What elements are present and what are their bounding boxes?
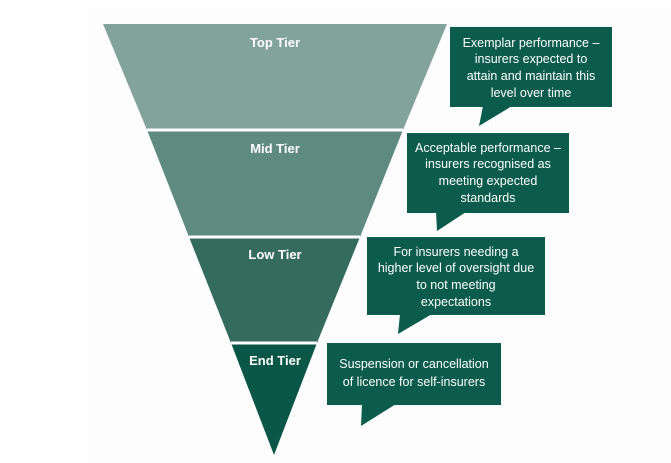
callout-line: meeting expected: [439, 174, 538, 188]
callout-line: insurers recognised as: [425, 157, 551, 171]
callout-line: level over time: [491, 86, 572, 100]
callout-box: [407, 133, 569, 213]
callout-line: Suspension or cancellation: [339, 357, 488, 371]
callout-box: [450, 27, 612, 107]
top-tier-callout: Exemplar performance – insurers expected…: [450, 27, 612, 126]
top-tier-label: Top Tier: [250, 35, 300, 50]
top-tier-band: [103, 24, 447, 130]
low-tier-band: [189, 237, 360, 343]
callout-line: expectations: [421, 295, 491, 309]
low-tier-callout: For insurers needing a higher level of o…: [367, 237, 545, 334]
callout-line: Exemplar performance –: [463, 36, 600, 50]
callout-box: [327, 343, 501, 405]
callout-line: Acceptable performance –: [415, 141, 561, 155]
callout-pointer: [398, 314, 432, 334]
callout-line: of licence for self-insurers: [343, 375, 485, 389]
low-tier-label: Low Tier: [248, 247, 301, 262]
callout-line: For insurers needing a: [393, 245, 518, 259]
callout-line: attain and maintain this: [467, 69, 596, 83]
callout-pointer: [361, 404, 396, 426]
callout-pointer: [479, 106, 512, 126]
callout-line: standards: [461, 191, 516, 205]
callout-box: [367, 237, 545, 315]
callout-line: higher level of oversight due: [378, 261, 534, 275]
end-tier-callout: Suspension or cancellation of licence fo…: [327, 343, 501, 426]
callout-line: to not meeting: [416, 278, 495, 292]
end-tier-band: [231, 343, 317, 455]
mid-tier-band: [147, 130, 403, 237]
mid-tier-callout: Acceptable performance – insurers recogn…: [407, 133, 569, 231]
callout-line: insurers expected to: [475, 52, 588, 66]
mid-tier-label: Mid Tier: [250, 141, 300, 156]
end-tier-label: End Tier: [249, 353, 301, 368]
callout-pointer: [436, 212, 466, 231]
